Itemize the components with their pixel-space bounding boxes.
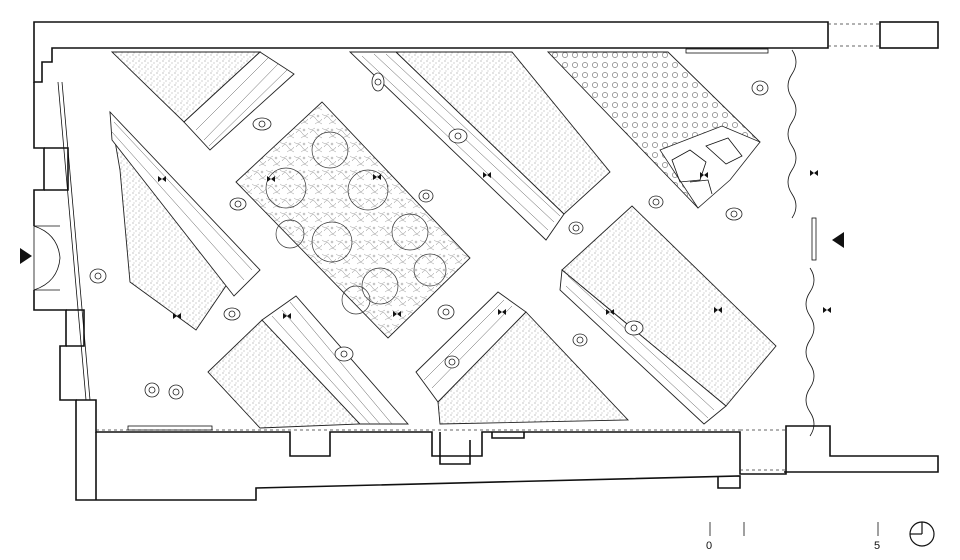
person-icon — [252, 117, 272, 131]
person-icon — [448, 128, 468, 144]
lamp-icon — [700, 172, 708, 178]
tree-icon — [265, 167, 307, 209]
lamp-icon — [158, 176, 166, 182]
lamp-icon — [283, 313, 291, 319]
tree-canopies — [265, 131, 447, 315]
right-entrance-arrow — [832, 232, 844, 248]
bed-top-center — [394, 51, 611, 215]
person-icon — [725, 207, 743, 221]
boardwalk-bottom-left — [261, 295, 409, 425]
people-figures — [89, 72, 769, 400]
person-icon — [418, 189, 434, 203]
person-icon — [371, 72, 385, 92]
person-icon — [437, 304, 455, 320]
tree-icon — [391, 213, 429, 251]
lamp-icon — [810, 170, 818, 176]
person-icon — [751, 80, 769, 96]
tree-icon — [275, 219, 305, 249]
north-circle-icon — [909, 521, 935, 547]
lamp-icon — [393, 311, 401, 317]
tree-icon — [413, 253, 447, 287]
lamps — [158, 170, 831, 319]
person-icon — [648, 195, 664, 209]
tree-icon — [341, 285, 371, 315]
tree-icon — [311, 131, 349, 169]
boardwalk-top-left — [183, 51, 295, 151]
lamp-icon — [823, 307, 831, 313]
lamp-icon — [173, 313, 181, 319]
person-icon — [334, 346, 354, 362]
scale-bar — [709, 522, 879, 536]
left-entrance-arrow — [20, 248, 32, 264]
bed-tree-canopy — [235, 101, 471, 339]
person-icon — [568, 221, 584, 235]
flagstone-paving — [659, 125, 761, 209]
person-icon — [444, 355, 460, 369]
person-icon — [624, 320, 644, 336]
lamp-icon — [714, 307, 722, 313]
person-icon — [229, 197, 247, 211]
person-icon — [144, 382, 160, 398]
tree-icon — [311, 221, 353, 263]
planting-beds — [109, 51, 777, 429]
lamp-icon — [483, 172, 491, 178]
scale-label-start: 0 — [706, 540, 713, 552]
lamp-icon — [373, 174, 381, 180]
lamp-icon — [606, 309, 614, 315]
person-icon — [168, 384, 184, 400]
bed-bottom-center — [437, 311, 630, 425]
lamp-icon — [498, 309, 506, 315]
person-icon — [89, 268, 107, 284]
tree-icon — [361, 267, 399, 305]
person-icon — [223, 307, 241, 321]
boardwalk-right — [559, 269, 727, 425]
scale-label-end: 5 — [874, 540, 881, 552]
tree-icon — [347, 169, 389, 211]
lamp-icon — [267, 176, 275, 182]
person-icon — [572, 333, 588, 347]
building-walls — [33, 21, 939, 501]
